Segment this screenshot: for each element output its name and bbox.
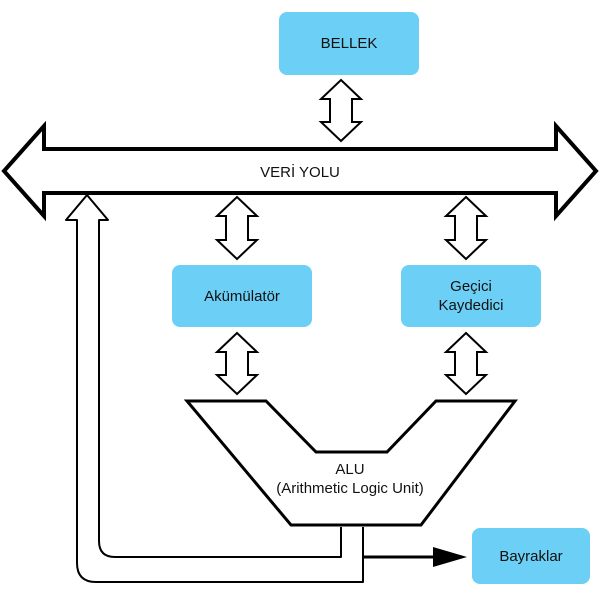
memory-label: BELLEK <box>320 35 378 52</box>
memory-box: BELLEK <box>279 12 419 75</box>
accumulator-alu-arrow <box>214 331 260 396</box>
temp-register-label-line1: Geçici <box>450 278 492 295</box>
data-bus-label: VERİ YOLU <box>260 164 340 181</box>
alu-label-line2: (Arithmetic Logic Unit) <box>276 480 424 497</box>
accumulator-box: Akümülatör <box>172 265 312 327</box>
flags-label: Bayraklar <box>499 547 563 565</box>
temp-register-alu-arrow <box>443 331 489 396</box>
accumulator-label: Akümülatör <box>204 287 280 305</box>
temp-register-box: Geçici Kaydedici <box>401 265 541 327</box>
feedback-path <box>65 194 364 583</box>
data-bus-arrow <box>1 120 599 222</box>
bus-temp-register-arrow <box>443 195 489 261</box>
alu-shape <box>183 399 519 527</box>
alu-flags-arrowhead <box>433 547 467 567</box>
bus-accumulator-arrow <box>214 195 260 261</box>
temp-register-label-line2: Kaydedici <box>438 297 504 314</box>
flags-box: Bayraklar <box>472 528 590 584</box>
memory-bus-arrow <box>318 78 364 143</box>
alu-label-line1: ALU <box>335 461 365 478</box>
